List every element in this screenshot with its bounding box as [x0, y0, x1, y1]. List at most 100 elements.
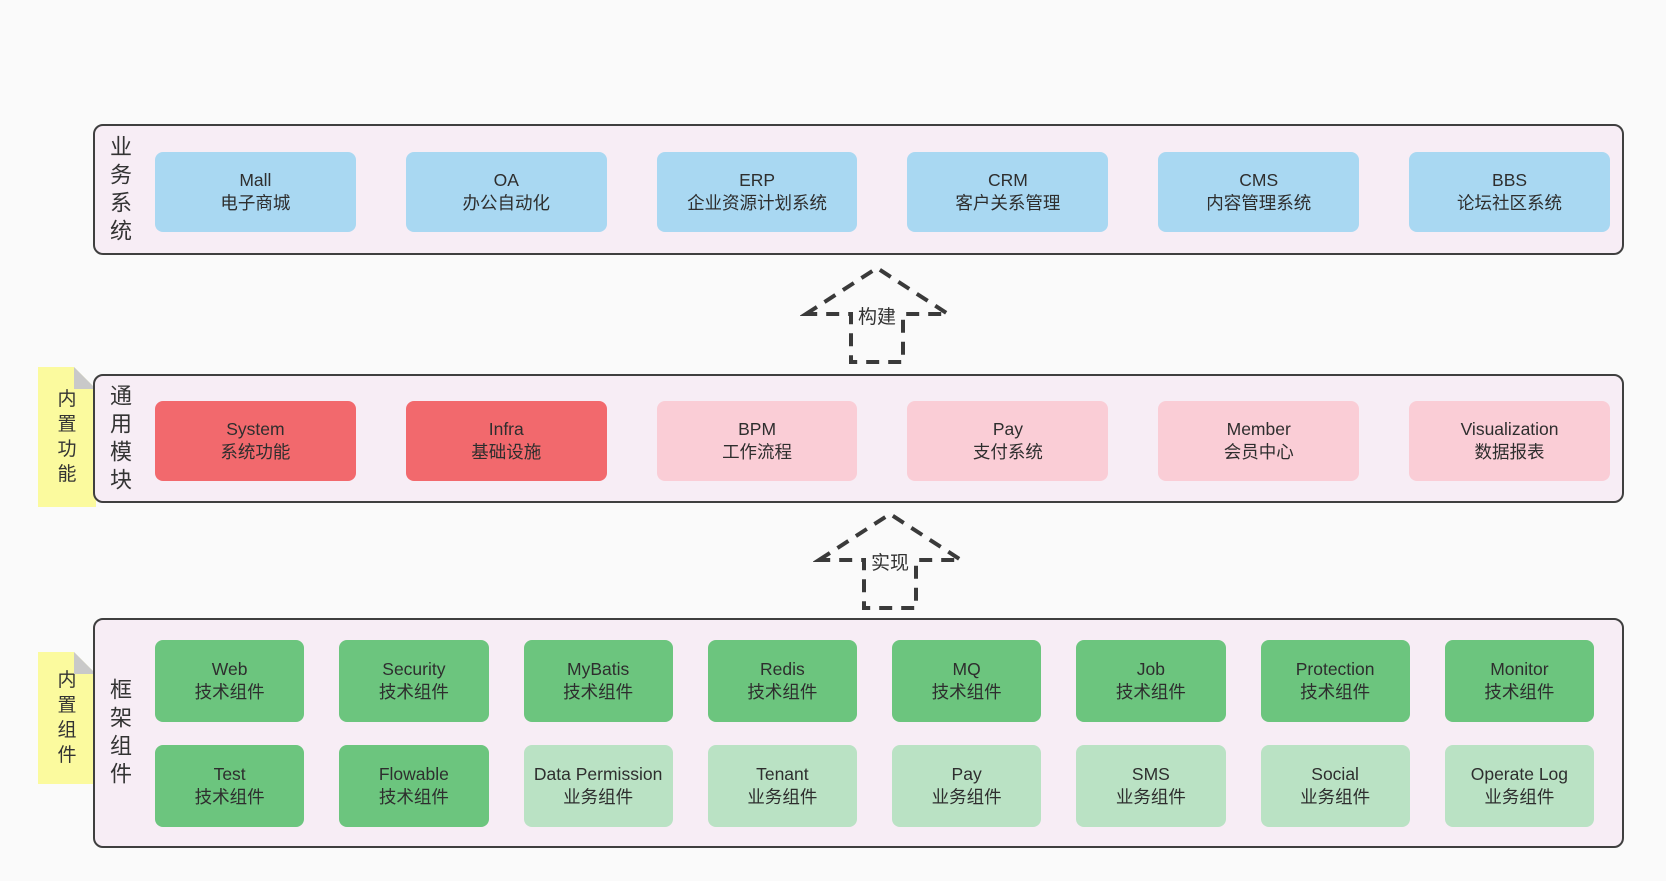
box-title: Redis: [760, 658, 805, 679]
box-redis: Redis 技术组件: [707, 640, 857, 722]
box-job: Job 技术组件: [1076, 640, 1226, 722]
box-infra: Infra 基础设施: [405, 401, 607, 481]
box-system: System 系统功能: [155, 401, 356, 481]
box-subtitle: 系统功能: [220, 442, 291, 462]
box-subtitle: 基础设施: [471, 442, 542, 462]
box-subtitle: 技术组件: [747, 682, 818, 702]
box-title: SMS: [1131, 763, 1170, 784]
layer-business-systems: 业务系统 Mall 电子商城 OA 办公自动化 ERP 企业资源计划系统 CRM…: [93, 124, 1624, 255]
box-title: Member: [1226, 418, 1291, 439]
box-title: Web: [211, 658, 248, 679]
box-subtitle: 数据报表: [1474, 442, 1545, 462]
box-subtitle: 技术组件: [1484, 682, 1555, 702]
box-title: Data Permission: [533, 763, 663, 784]
box-bbs: BBS 论坛社区系统: [1409, 152, 1610, 232]
box-title: MQ: [952, 658, 981, 679]
box-subtitle: 技术组件: [378, 682, 449, 702]
box-title: CRM: [987, 169, 1028, 190]
box-data-permission: Data Permission 业务组件: [523, 745, 673, 827]
box-web: Web 技术组件: [155, 640, 305, 722]
box-tenant: Tenant 业务组件: [707, 745, 857, 827]
common-modules-row: System 系统功能 Infra 基础设施 BPM 工作流程 Pay 支付系统…: [155, 401, 1610, 481]
box-title: OA: [493, 169, 519, 190]
box-subtitle: 电子商城: [220, 193, 291, 213]
box-bpm: BPM 工作流程: [656, 401, 858, 481]
box-subtitle: 技术组件: [194, 682, 265, 702]
box-subtitle: 内容管理系统: [1206, 193, 1312, 213]
sticky-note-label: 内置功能: [57, 388, 77, 486]
box-social: Social 业务组件: [1260, 745, 1410, 827]
box-subtitle: 会员中心: [1223, 442, 1294, 462]
layer-label-business-systems: 业务系统: [109, 134, 132, 244]
implement-arrow: 实现: [813, 508, 967, 614]
layer-common-modules: 通用模块 System 系统功能 Infra 基础设施 BPM 工作流程 Pay…: [93, 374, 1624, 503]
box-subtitle: 业务组件: [747, 787, 818, 807]
sticky-note-built-in-components: 内置组件: [38, 652, 96, 784]
box-subtitle: 支付系统: [972, 442, 1043, 462]
box-title: Operate Log: [1470, 763, 1569, 784]
business-systems-row: Mall 电子商城 OA 办公自动化 ERP 企业资源计划系统 CRM 客户关系…: [155, 152, 1610, 232]
implement-arrow-label: 实现: [867, 548, 913, 575]
box-pay-component: Pay 业务组件: [892, 745, 1042, 827]
box-subtitle: 技术组件: [1115, 682, 1186, 702]
box-title: CMS: [1239, 169, 1279, 190]
box-pay-system: Pay 支付系统: [907, 401, 1109, 481]
box-subtitle: 工作流程: [722, 442, 793, 462]
box-erp: ERP 企业资源计划系统: [656, 152, 858, 232]
framework-components-row-1: Web 技术组件 Security 技术组件 MyBatis 技术组件 Redi…: [155, 640, 1594, 722]
box-flowable: Flowable 技术组件: [339, 745, 489, 827]
dashed-up-arrow-icon: [813, 511, 967, 610]
box-title: Pay: [992, 418, 1023, 439]
box-operate-log: Operate Log 业务组件: [1444, 745, 1594, 827]
box-title: Tenant: [756, 763, 809, 784]
build-arrow-label: 构建: [854, 302, 900, 329]
box-title: BBS: [1492, 169, 1528, 190]
box-subtitle: 企业资源计划系统: [687, 193, 828, 213]
layer-label-framework-components: 框架组件: [109, 677, 132, 788]
box-subtitle: 办公自动化: [462, 193, 550, 213]
box-subtitle: 技术组件: [1300, 682, 1371, 702]
box-title: ERP: [739, 169, 776, 190]
sticky-note-built-in-functions: 内置功能: [38, 367, 96, 507]
box-title: Visualization: [1460, 418, 1559, 439]
box-title: BPM: [738, 418, 777, 439]
box-mq: MQ 技术组件: [892, 640, 1042, 722]
box-subtitle: 业务组件: [563, 787, 634, 807]
box-monitor: Monitor 技术组件: [1444, 640, 1594, 722]
box-crm: CRM 客户关系管理: [907, 152, 1109, 232]
box-subtitle: 业务组件: [1300, 787, 1371, 807]
sticky-note-label: 内置组件: [57, 669, 77, 767]
box-title: Flowable: [378, 763, 449, 784]
box-subtitle: 技术组件: [378, 787, 449, 807]
box-subtitle: 业务组件: [1115, 787, 1186, 807]
box-subtitle: 业务组件: [931, 787, 1002, 807]
framework-components-row-2: Test 技术组件 Flowable 技术组件 Data Permission …: [155, 745, 1594, 827]
box-mall: Mall 电子商城: [155, 152, 356, 232]
build-arrow: 构建: [800, 262, 954, 368]
box-title: Pay: [951, 763, 982, 784]
box-visualization: Visualization 数据报表: [1409, 401, 1610, 481]
box-title: Social: [1311, 763, 1359, 784]
layer-label-common-modules: 通用模块: [109, 383, 132, 493]
box-subtitle: 技术组件: [563, 682, 634, 702]
box-title: Job: [1136, 658, 1165, 679]
box-security: Security 技术组件: [339, 640, 489, 722]
box-mybatis: MyBatis 技术组件: [523, 640, 673, 722]
box-oa: OA 办公自动化: [405, 152, 607, 232]
box-test: Test 技术组件: [155, 745, 305, 827]
box-title: Test: [213, 763, 246, 784]
box-subtitle: 业务组件: [1484, 787, 1555, 807]
box-title: Protection: [1295, 658, 1375, 679]
layer-framework-components: 框架组件 Web 技术组件 Security 技术组件 MyBatis 技术组件…: [93, 618, 1624, 848]
box-subtitle: 技术组件: [931, 682, 1002, 702]
box-subtitle: 客户关系管理: [955, 193, 1061, 213]
box-title: Monitor: [1490, 658, 1549, 679]
dashed-up-arrow-icon: [800, 265, 954, 364]
box-title: Infra: [488, 418, 524, 439]
box-subtitle: 技术组件: [194, 787, 265, 807]
box-member: Member 会员中心: [1158, 401, 1360, 481]
box-title: MyBatis: [567, 658, 630, 679]
box-title: System: [226, 418, 285, 439]
box-subtitle: 论坛社区系统: [1457, 193, 1563, 213]
box-protection: Protection 技术组件: [1260, 640, 1410, 722]
